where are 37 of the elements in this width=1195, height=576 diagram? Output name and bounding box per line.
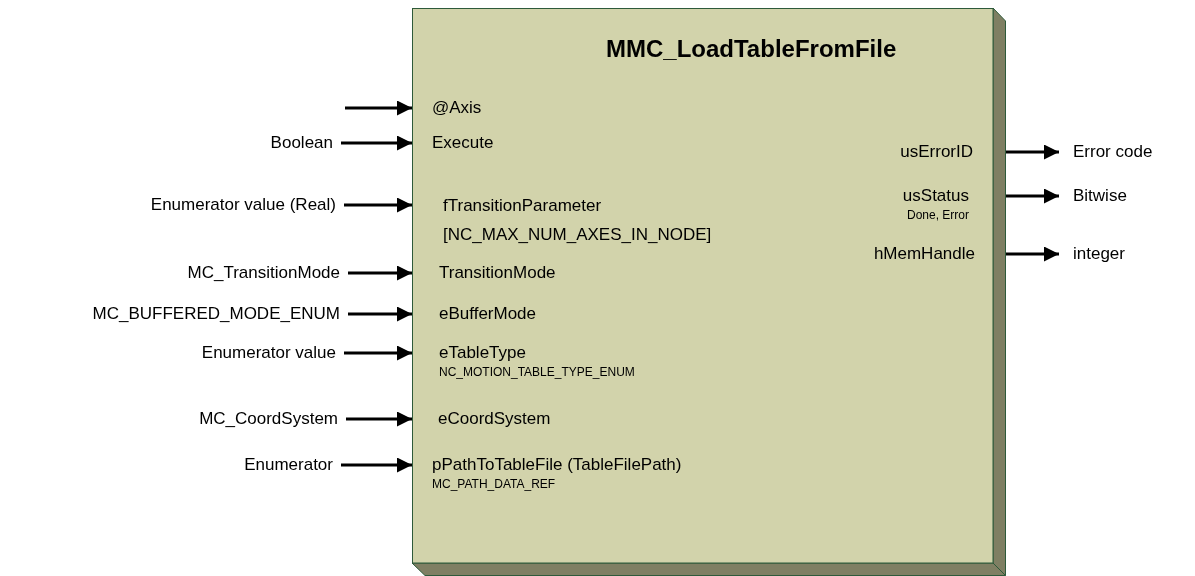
type-label: Enumerator value (Real) [150, 194, 336, 216]
type-label: MC_TransitionMode [187, 262, 340, 284]
pin-name: eCoordSystem [438, 408, 551, 430]
type-label: integer [1073, 243, 1125, 265]
pin-name: fTransitionParameter [NC_MAX_NUM_AXES_IN_NODE] [443, 195, 713, 246]
pin-name: usErrorID [900, 141, 973, 163]
type-note: Done, Error [905, 207, 969, 223]
arrow [341, 135, 412, 151]
arrow [344, 345, 412, 361]
arrow [345, 100, 412, 116]
arrow [348, 306, 412, 322]
type-label: Boolean [270, 132, 333, 154]
type-label: MC_BUFFERED_MODE_ENUM [92, 303, 340, 325]
type-label: Error code [1073, 141, 1153, 163]
type-note: MC_PATH_DATA_REF [432, 476, 557, 492]
type-label: Enumerator value [201, 342, 336, 364]
arrow [344, 197, 412, 213]
pin-name: eTableType [439, 342, 527, 364]
pin-name: Execute [432, 132, 494, 154]
type-label: Enumerator [244, 454, 333, 476]
arrow [341, 457, 412, 473]
arrow [348, 265, 412, 281]
pin-name: eBufferMode [439, 303, 537, 325]
block-title: MMC_LoadTableFromFile [606, 34, 897, 64]
type-label: Bitwise [1073, 185, 1127, 207]
type-note: NC_MOTION_TABLE_TYPE_ENUM [439, 364, 635, 380]
type-label: MC_CoordSystem [199, 408, 338, 430]
arrow [1006, 188, 1059, 204]
pin-name: @Axis [432, 97, 482, 119]
pin-name: usStatus [902, 185, 969, 207]
pin-name: TransitionMode [439, 262, 556, 284]
pin-name: pPathToTableFile (TableFilePath) [432, 454, 682, 476]
arrow [1006, 144, 1059, 160]
arrow [1006, 246, 1059, 262]
arrow [346, 411, 412, 427]
pin-name: hMemHandle [873, 243, 975, 265]
function-block [412, 8, 1006, 576]
